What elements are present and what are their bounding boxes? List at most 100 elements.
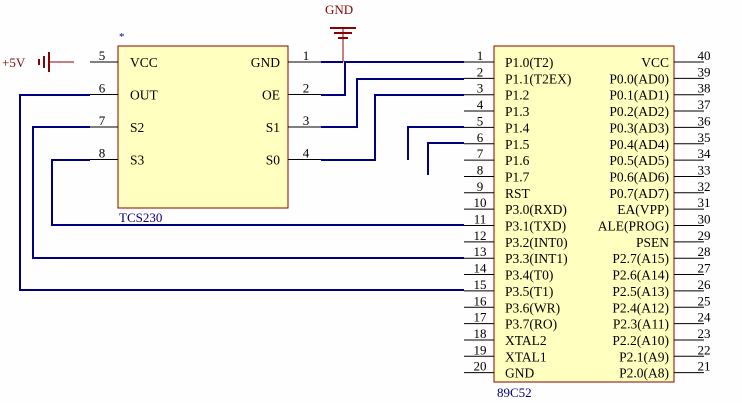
mcu-pin-10-label: P3.0(RXD) [505,202,567,217]
mcu-pin-30-number: 30 [698,212,711,227]
mcu-pin-34-label: P0.5(AD5) [609,153,669,168]
mcu-pin-9-number: 9 [477,179,484,194]
tcs230-pin-6-number: 6 [99,81,106,96]
mcu-pin-30-label: ALE(PROG) [598,219,669,234]
mcu-pin-38-number: 38 [698,81,711,96]
mcu-pin-31-label: EA(VPP) [617,202,669,217]
supply-label: +5V [2,55,26,70]
mcu-pin-14-number: 14 [474,261,488,276]
mcu-pin-33-label: P0.6(AD6) [609,169,669,184]
tcs230-pin-7-number: 7 [99,113,106,128]
mcu-pin-40-label: VCC [641,55,669,70]
mcu-name: 89C52 [497,385,532,400]
mcu-pin-35-number: 35 [698,130,711,145]
mcu-pin-11-label: P3.1(TXD) [505,219,566,234]
mcu-pin-24-number: 24 [698,310,712,325]
mcu-pin-40-number: 40 [698,48,711,63]
wire-p1-4-to-p1-3 [427,142,464,175]
wire-p1-5-to-p1-4 [407,126,464,160]
mcu-pin-2-number: 2 [477,64,484,79]
mcu-pin-32-number: 32 [698,179,711,194]
mcu-pin-17-label: P3.7(RO) [505,317,557,332]
mcu-pin-16-label: P3.6(WR) [505,300,560,315]
wire-oe-to-p1-0 [321,61,464,96]
mcu-right-pins: 40VCC39P0.0(AD0)38P0.1(AD1)37P0.2(AD2)36… [598,48,711,381]
wire-s2-to-p1-5 [32,126,464,259]
mcu-pin-20-number: 20 [474,359,487,374]
tcs230-pin-2-label: OE [262,88,280,103]
mcu-pin-39-label: P0.0(AD0) [609,71,669,86]
mcu-pin-12-label: P3.2(INT0) [505,235,568,250]
mcu-pin-22-label: P2.1(A9) [619,349,669,364]
tcs230-pin-7-label: S2 [130,120,144,135]
mcu-pin-3-number: 3 [477,81,484,96]
mcu-pin-22-number: 22 [698,342,711,357]
mcu-pin-12-number: 12 [474,228,487,243]
tcs230-pin-5-label: VCC [130,55,158,70]
wire-group [19,61,464,291]
mcu-pin-35-label: P0.4(AD4) [609,137,669,152]
mcu-pin-37-label: P0.2(AD2) [609,104,669,119]
mcu-pin-14-label: P3.4(T0) [505,268,553,283]
mcu-pin-16-number: 16 [474,293,488,308]
tcs230-marker: * [119,31,125,43]
mcu-pin-15-label: P3.5(T1) [505,284,553,299]
wire-s0-to-p1-2 [321,94,464,161]
mcu-pin-5-label: P1.4 [505,120,530,135]
mcu-pin-11-number: 11 [474,212,487,227]
mcu-pin-7-number: 7 [477,146,484,161]
wire-s3-to-p3-3 [51,159,464,226]
mcu-pin-27-number: 27 [698,261,712,276]
mcu-pin-8-label: P1.7 [505,169,530,184]
mcu-pin-4-number: 4 [477,97,484,112]
mcu-pin-25-label: P2.4(A12) [612,300,669,315]
mcu-pin-25-number: 25 [698,293,711,308]
tcs230-body [117,45,289,209]
mcu-pin-34-number: 34 [698,146,712,161]
ground-symbol [330,27,356,62]
mcu-pin-28-label: P2.7(A15) [612,251,669,266]
mcu-pin-7-label: P1.6 [505,153,530,168]
tcs230-pin-4-number: 4 [303,146,310,161]
mcu-pin-33-number: 33 [698,162,711,177]
mcu-pin-6-number: 6 [477,130,484,145]
mcu-pin-20-label: GND [505,366,534,381]
mcu-pin-36-number: 36 [698,113,712,128]
ground-label: GND [325,2,353,17]
mcu-pin-8-number: 8 [477,162,484,177]
tcs230-pin-1-number: 1 [303,48,310,63]
tcs230-pin-1-label: GND [251,55,280,70]
vcc-supply-symbol [38,52,74,72]
mcu-pin-23-label: P2.2(A10) [612,333,669,348]
mcu-pin-18-label: XTAL2 [505,333,547,348]
tcs230-pin-8-label: S3 [130,153,145,168]
mcu-pin-32-label: P0.7(AD7) [609,186,669,201]
mcu-pin-3-label: P1.2 [505,88,529,103]
mcu-pin-18-number: 18 [474,326,487,341]
mcu-pin-39-number: 39 [698,64,711,79]
mcu-pin-13-label: P3.3(INT1) [505,251,568,266]
mcu-pin-23-number: 23 [698,326,711,341]
mcu-pin-10-number: 10 [474,195,487,210]
mcu-pin-26-label: P2.5(A13) [612,284,669,299]
mcu-pin-38-label: P0.1(AD1) [609,88,669,103]
mcu-pin-19-number: 19 [474,342,487,357]
mcu-pin-21-number: 21 [698,359,711,374]
mcu-pin-29-label: PSEN [636,235,669,250]
tcs230-pin-3-number: 3 [303,113,310,128]
mcu-pin-15-number: 15 [474,277,487,292]
mcu-pin-21-label: P2.0(A8) [619,366,669,381]
wire-out-to-p1-4 [19,94,464,291]
mcu-pin-26-number: 26 [698,277,712,292]
wire-s1-to-p1-1 [321,78,464,128]
tcs230-pin-4-label: S0 [266,153,281,168]
mcu-pin-9-label: RST [505,186,531,201]
mcu-pin-2-label: P1.1(T2EX) [505,71,571,86]
mcu-pin-29-number: 29 [698,228,711,243]
mcu-pin-36-label: P0.3(AD3) [609,120,669,135]
mcu-pin-1-number: 1 [477,48,484,63]
